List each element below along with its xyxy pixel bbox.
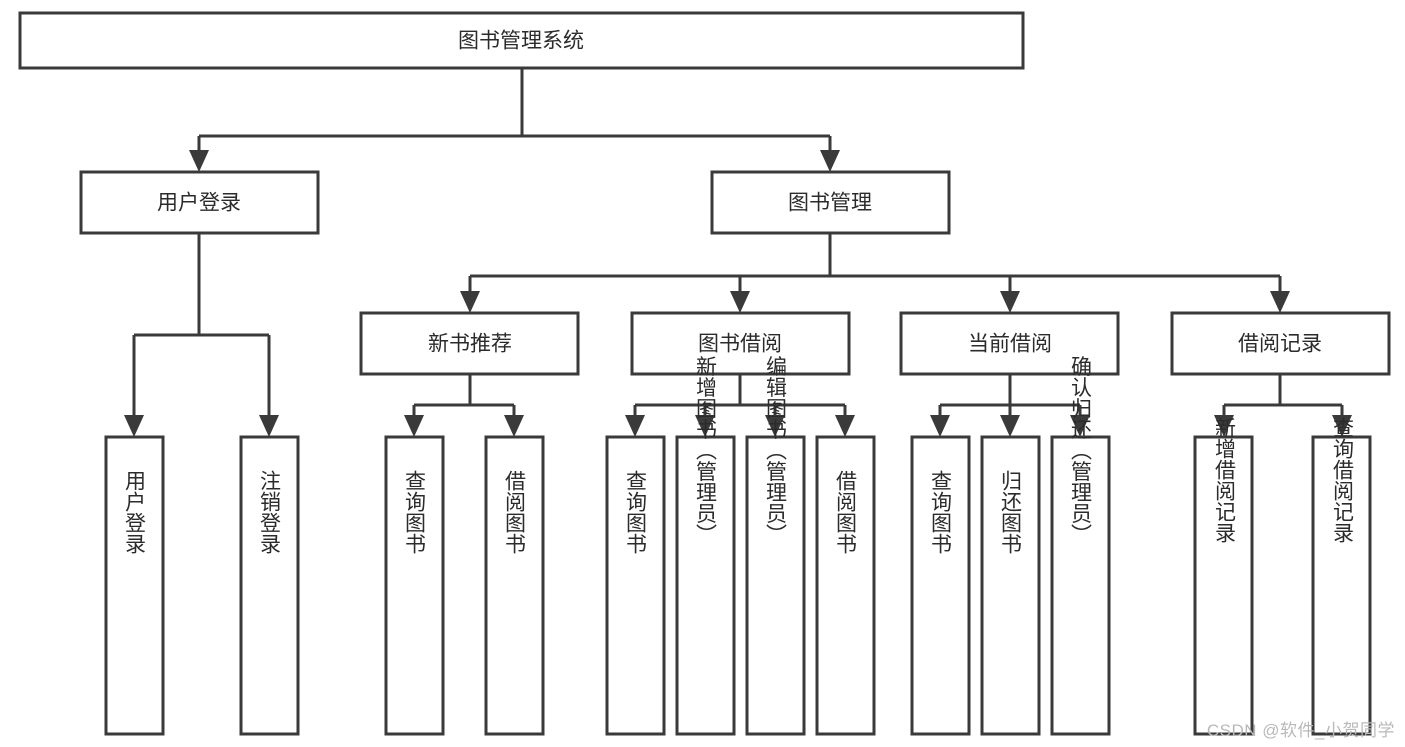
leaf-edit-book[interactable]: 编辑图书（管理员） xyxy=(745,356,806,736)
leaf-user-login-label: 用户登录 xyxy=(123,470,147,554)
leaf-borrow-book-2-box[interactable] xyxy=(815,435,876,736)
node-book-borrow-box[interactable] xyxy=(630,311,851,376)
leaf-query-book-1[interactable]: 查询图书 xyxy=(384,435,445,736)
leaf-query-book-3[interactable]: 查询图书 xyxy=(910,435,971,736)
node-user-login-box[interactable] xyxy=(79,170,320,235)
arrow-currentborrow-to-leaf1 xyxy=(930,415,950,437)
arrow-borrowrecord-to-leaf1 xyxy=(1214,415,1234,437)
leaf-add-book-box[interactable] xyxy=(675,435,736,736)
node-borrow-record[interactable]: 借阅记录 xyxy=(1170,311,1391,376)
node-new-book-recommend-box[interactable] xyxy=(359,311,580,376)
leaf-confirm-return-label: 确认归还（管理员） xyxy=(1069,356,1093,545)
leaf-query-record-label: 查询借阅记录 xyxy=(1331,417,1355,543)
leaf-borrow-book-1-box[interactable] xyxy=(484,435,545,736)
arrow-bookmgmt-to-bookborrow xyxy=(730,291,750,313)
leaf-borrow-book-2-label: 借阅图书 xyxy=(834,470,858,554)
leaf-user-login[interactable]: 用户登录 xyxy=(104,435,165,736)
leaf-add-record-label: 新增借阅记录 xyxy=(1213,417,1237,543)
leaf-borrow-book-1-label: 借阅图书 xyxy=(503,470,527,554)
leaf-user-login-box[interactable] xyxy=(104,435,165,736)
arrow-borrowrecord-to-leaf2 xyxy=(1332,415,1352,437)
node-new-book-recommend[interactable]: 新书推荐 xyxy=(359,311,580,376)
arrow-bookborrow-to-leaf1 xyxy=(625,415,645,437)
leaf-query-book-1-box[interactable] xyxy=(384,435,445,736)
arrow-bookborrow-to-leaf4 xyxy=(835,415,855,437)
leaf-query-record[interactable]: 查询借阅记录 xyxy=(1311,417,1372,736)
leaf-add-book-label: 新增图书（管理员） xyxy=(694,356,718,545)
arrow-newbook-to-leaf1 xyxy=(404,415,424,437)
node-current-borrow[interactable]: 当前借阅 xyxy=(899,311,1120,376)
leaf-borrow-book-1[interactable]: 借阅图书 xyxy=(484,435,545,736)
node-book-management-label: 图书管理 xyxy=(788,192,872,215)
node-user-login-label: 用户登录 xyxy=(157,192,241,215)
leaf-return-book-box[interactable] xyxy=(980,435,1041,736)
node-book-borrow-label: 图书借阅 xyxy=(698,333,782,356)
arrow-newbook-to-leaf2 xyxy=(504,415,524,437)
csdn-watermark: CSDN @软件_小贺同学 xyxy=(1206,721,1395,740)
leaf-query-record-box[interactable] xyxy=(1311,435,1372,736)
arrow-currentborrow-to-leaf3 xyxy=(1070,415,1090,437)
leaf-add-record[interactable]: 新增借阅记录 xyxy=(1193,417,1254,736)
leaf-query-book-3-box[interactable] xyxy=(910,435,971,736)
leaf-edit-book-box[interactable] xyxy=(745,435,806,736)
arrow-userlogin-to-leaf1 xyxy=(124,415,144,437)
arrow-bookborrow-to-leaf3 xyxy=(765,415,785,437)
node-current-borrow-label: 当前借阅 xyxy=(968,333,1052,356)
arrow-root-to-user-login xyxy=(189,150,209,172)
leaf-query-book-2-label: 查询图书 xyxy=(624,470,648,554)
leaf-add-book[interactable]: 新增图书（管理员） xyxy=(675,356,736,736)
leaf-query-book-3-label: 查询图书 xyxy=(929,470,953,554)
arrow-userlogin-to-leaf2 xyxy=(259,415,279,437)
arrow-bookmgmt-to-currentborrow xyxy=(1000,291,1020,313)
arrow-bookmgmt-to-newbook xyxy=(460,291,480,313)
node-root-box[interactable] xyxy=(18,11,1025,70)
node-borrow-record-box[interactable] xyxy=(1170,311,1391,376)
arrow-bookborrow-to-leaf2 xyxy=(695,415,715,437)
leaf-confirm-return[interactable]: 确认归还（管理员） xyxy=(1050,356,1111,736)
node-borrow-record-label: 借阅记录 xyxy=(1238,333,1322,356)
leaf-return-book-label: 归还图书 xyxy=(999,470,1023,554)
node-new-book-recommend-label: 新书推荐 xyxy=(428,333,512,356)
leaf-return-book[interactable]: 归还图书 xyxy=(980,435,1041,736)
leaf-logout[interactable]: 注销登录 xyxy=(239,435,300,736)
leaf-logout-box[interactable] xyxy=(239,435,300,736)
leaf-query-book-2[interactable]: 查询图书 xyxy=(605,435,666,736)
leaf-query-book-2-box[interactable] xyxy=(605,435,666,736)
node-book-borrow[interactable]: 图书借阅 xyxy=(630,311,851,376)
edge-group xyxy=(124,68,1352,437)
leaf-add-record-box[interactable] xyxy=(1193,435,1254,736)
node-book-management[interactable]: 图书管理 xyxy=(710,170,951,235)
arrow-bookmgmt-to-borrowrecord xyxy=(1270,291,1290,313)
leaf-edit-book-label: 编辑图书（管理员） xyxy=(764,356,788,545)
node-root-label: 图书管理系统 xyxy=(458,30,584,53)
node-root[interactable]: 图书管理系统 xyxy=(18,11,1025,70)
arrow-root-to-book-mgmt xyxy=(820,150,840,172)
leaf-query-book-1-label: 查询图书 xyxy=(403,470,427,554)
leaf-borrow-book-2[interactable]: 借阅图书 xyxy=(815,435,876,736)
node-current-borrow-box[interactable] xyxy=(899,311,1120,376)
node-book-management-box[interactable] xyxy=(710,170,951,235)
node-user-login[interactable]: 用户登录 xyxy=(79,170,320,235)
leaf-logout-label: 注销登录 xyxy=(258,470,282,554)
leaf-confirm-return-box[interactable] xyxy=(1050,435,1111,736)
arrow-currentborrow-to-leaf2 xyxy=(1000,415,1020,437)
